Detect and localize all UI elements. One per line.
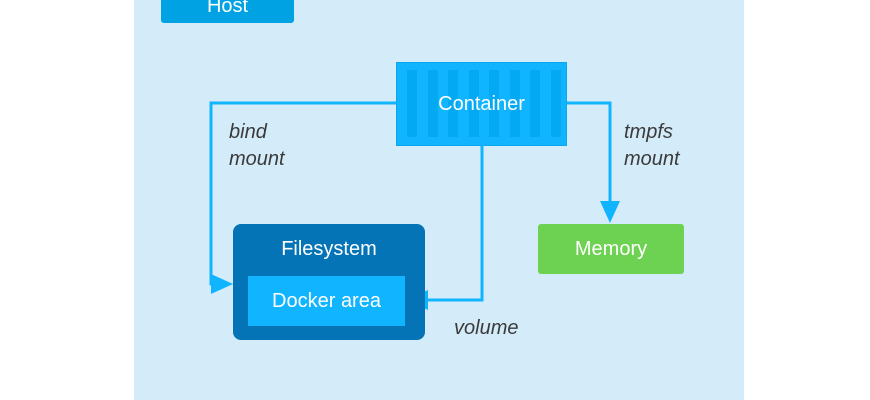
tmpfs-mount-label: tmpfs mount: [624, 119, 680, 173]
tmpfs-mount-label-line1: tmpfs: [624, 121, 673, 143]
bind-mount-label-line2: mount: [229, 148, 285, 170]
edge-tmpfs-mount: [567, 101, 612, 205]
container-stripe: [469, 70, 479, 137]
docker-area-node: Docker area: [248, 276, 405, 326]
volume-label: volume: [454, 315, 518, 342]
container-stripe: [489, 70, 499, 137]
container-stripe: [448, 70, 458, 137]
bind-mount-label: bind mount: [229, 119, 285, 173]
container-node: Container: [396, 62, 567, 146]
container-stripe: [428, 70, 438, 137]
volume-label-text: volume: [454, 317, 519, 339]
host-label-text: Host: [206, 0, 249, 17]
arrowhead-tmpfs-mount: [600, 201, 620, 223]
memory-node: Memory: [538, 224, 684, 274]
memory-label: Memory: [574, 237, 648, 260]
container-stripe: [510, 70, 520, 137]
container-stripe: [407, 70, 417, 137]
filesystem-node: Filesystem Docker area: [233, 224, 425, 340]
container-stripe: [551, 70, 561, 137]
tmpfs-mount-label-line2: mount: [624, 148, 680, 170]
container-stripe: [530, 70, 540, 137]
docker-area-label: Docker area: [272, 289, 381, 312]
host-label: Host: [161, 0, 294, 23]
filesystem-label: Filesystem: [281, 238, 377, 260]
bind-mount-label-line1: bind: [229, 121, 267, 143]
edge-volume: [428, 146, 484, 302]
arrowhead-bind-mount: [211, 274, 233, 294]
container-label: Container: [438, 92, 525, 115]
